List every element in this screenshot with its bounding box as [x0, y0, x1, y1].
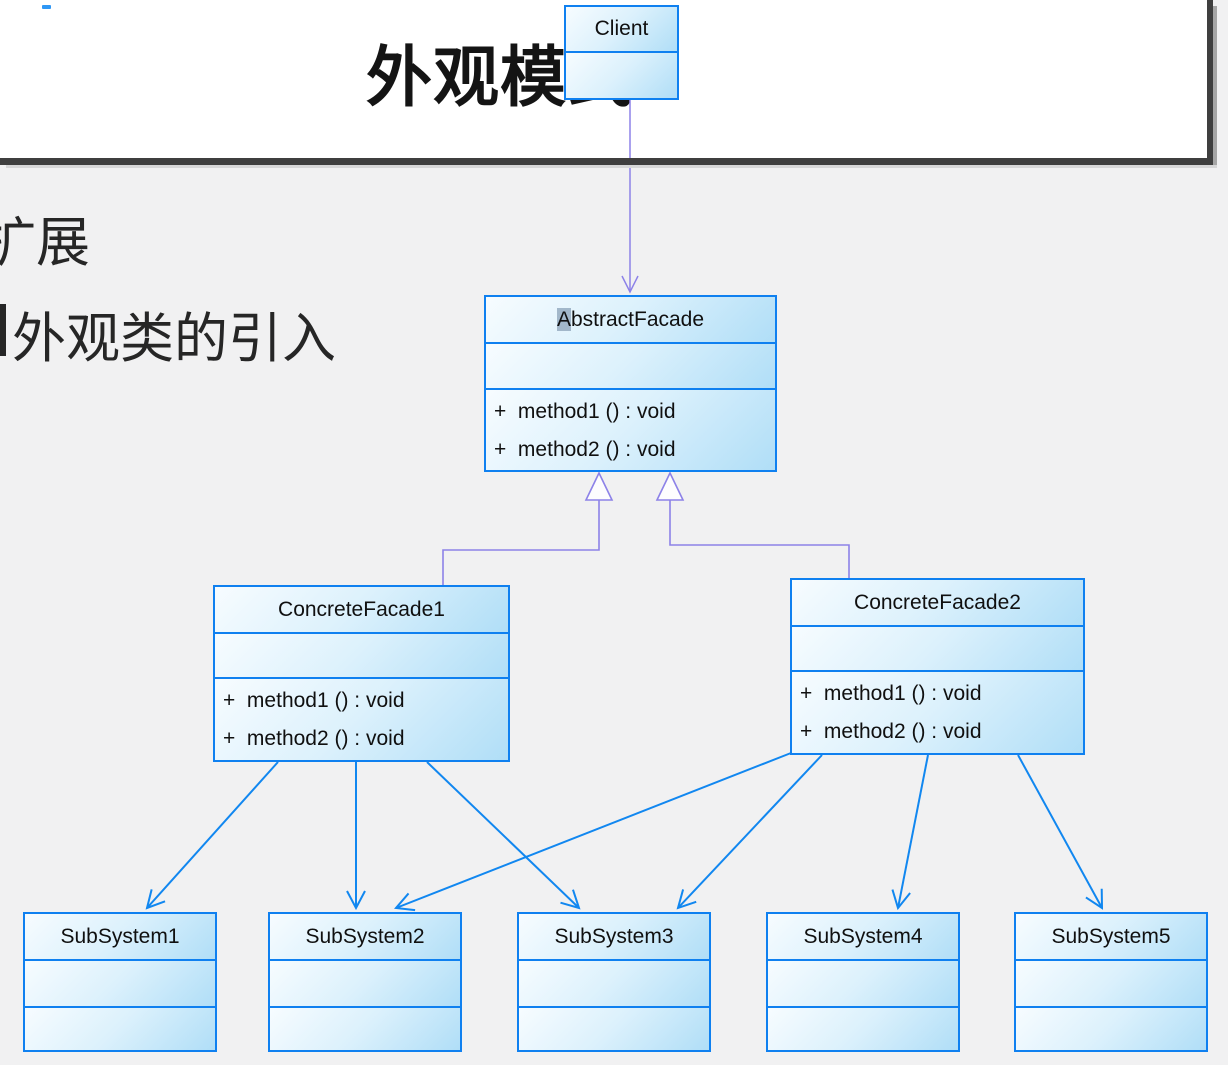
attributes-compartment: [566, 51, 677, 98]
dependency-cf2-subsystem3: [676, 754, 823, 910]
class-name-label: SubSystem4: [803, 924, 923, 948]
method-label: + method2 () : void: [800, 720, 982, 743]
class-name-label: SubSystem5: [1051, 924, 1171, 948]
slide-border-bottom: [0, 158, 1213, 165]
class-subsystem1[interactable]: SubSystem1: [23, 912, 217, 1052]
clipped-character-fragment: [0, 304, 6, 356]
bullet-extension: 扩展: [0, 211, 90, 274]
attributes-compartment: [1016, 959, 1206, 1006]
attributes-compartment: [215, 632, 508, 677]
methods-compartment: [768, 1006, 958, 1050]
slide-shadow-bottom: [6, 165, 1217, 168]
cursor-dash: [42, 5, 51, 9]
generalization-concretefacade1-line: [442, 500, 600, 585]
generalization-concretefacade2-line: [669, 500, 850, 578]
class-name-label: Client: [594, 17, 649, 40]
class-subsystem4[interactable]: SubSystem4: [766, 912, 960, 1052]
class-subsystem3[interactable]: SubSystem3: [517, 912, 711, 1052]
generalization-triangle-1: [584, 471, 614, 501]
dependency-cf1-subsystem3: [426, 761, 581, 910]
methods-compartment: [25, 1006, 215, 1050]
dependency-cf1-subsystem1: [145, 761, 279, 910]
methods-compartment: + method1 () : void + method2 () : void: [792, 670, 1083, 753]
class-title-compartment: SubSystem2: [270, 914, 460, 959]
class-name-label: SubSystem1: [60, 924, 180, 948]
attributes-compartment: [486, 342, 775, 388]
methods-compartment: [270, 1006, 460, 1050]
methods-compartment: [519, 1006, 709, 1050]
class-name-label: ConcreteFacade2: [854, 590, 1021, 614]
class-title-compartment: Client: [566, 7, 677, 51]
class-abstractfacade[interactable]: AbstractFacade + method1 () : void + met…: [484, 295, 777, 472]
slide-border-right: [1207, 0, 1213, 165]
dependency-cf2-subsystem5: [1017, 754, 1104, 910]
bullet-facade-introduction: 外观类的引入: [12, 307, 336, 370]
slide-shadow-right: [1213, 6, 1217, 167]
dependency-cf2-subsystem2: [394, 752, 792, 912]
attributes-compartment: [270, 959, 460, 1006]
class-name-label: ConcreteFacade1: [278, 597, 445, 621]
class-title-compartment: AbstractFacade: [486, 297, 775, 342]
attributes-compartment: [768, 959, 958, 1006]
methods-compartment: + method1 () : void + method2 () : void: [486, 388, 775, 470]
method-label: + method1 () : void: [223, 689, 405, 712]
attributes-compartment: [25, 959, 215, 1006]
class-title-compartment: SubSystem5: [1016, 914, 1206, 959]
class-subsystem5[interactable]: SubSystem5: [1014, 912, 1208, 1052]
class-name-label: SubSystem2: [305, 924, 425, 948]
method-label: + method2 () : void: [223, 727, 405, 750]
class-name-label: SubSystem3: [554, 924, 674, 948]
class-client[interactable]: Client: [564, 5, 679, 100]
class-concretefacade2[interactable]: ConcreteFacade2 + method1 () : void + me…: [790, 578, 1085, 755]
selected-text-highlight: A: [556, 307, 571, 331]
class-title-compartment: ConcreteFacade2: [792, 580, 1083, 625]
generalization-triangle-2: [655, 471, 685, 501]
method-label: + method2 () : void: [494, 438, 676, 461]
methods-compartment: [1016, 1006, 1206, 1050]
methods-compartment: + method1 () : void + method2 () : void: [215, 677, 508, 760]
attributes-compartment: [519, 959, 709, 1006]
attributes-compartment: [792, 625, 1083, 670]
class-concretefacade1[interactable]: ConcreteFacade1 + method1 () : void + me…: [213, 585, 510, 762]
class-title-compartment: SubSystem3: [519, 914, 709, 959]
class-title-compartment: SubSystem1: [25, 914, 215, 959]
method-label: + method1 () : void: [494, 400, 676, 423]
class-name-rest: bstractFacade: [570, 307, 705, 331]
class-title-compartment: ConcreteFacade1: [215, 587, 508, 632]
method-label: + method1 () : void: [800, 682, 982, 705]
dependency-cf2-subsystem4: [891, 754, 929, 911]
class-title-compartment: SubSystem4: [768, 914, 958, 959]
class-subsystem2[interactable]: SubSystem2: [268, 912, 462, 1052]
class-name-label: AbstractFacade: [556, 307, 705, 332]
